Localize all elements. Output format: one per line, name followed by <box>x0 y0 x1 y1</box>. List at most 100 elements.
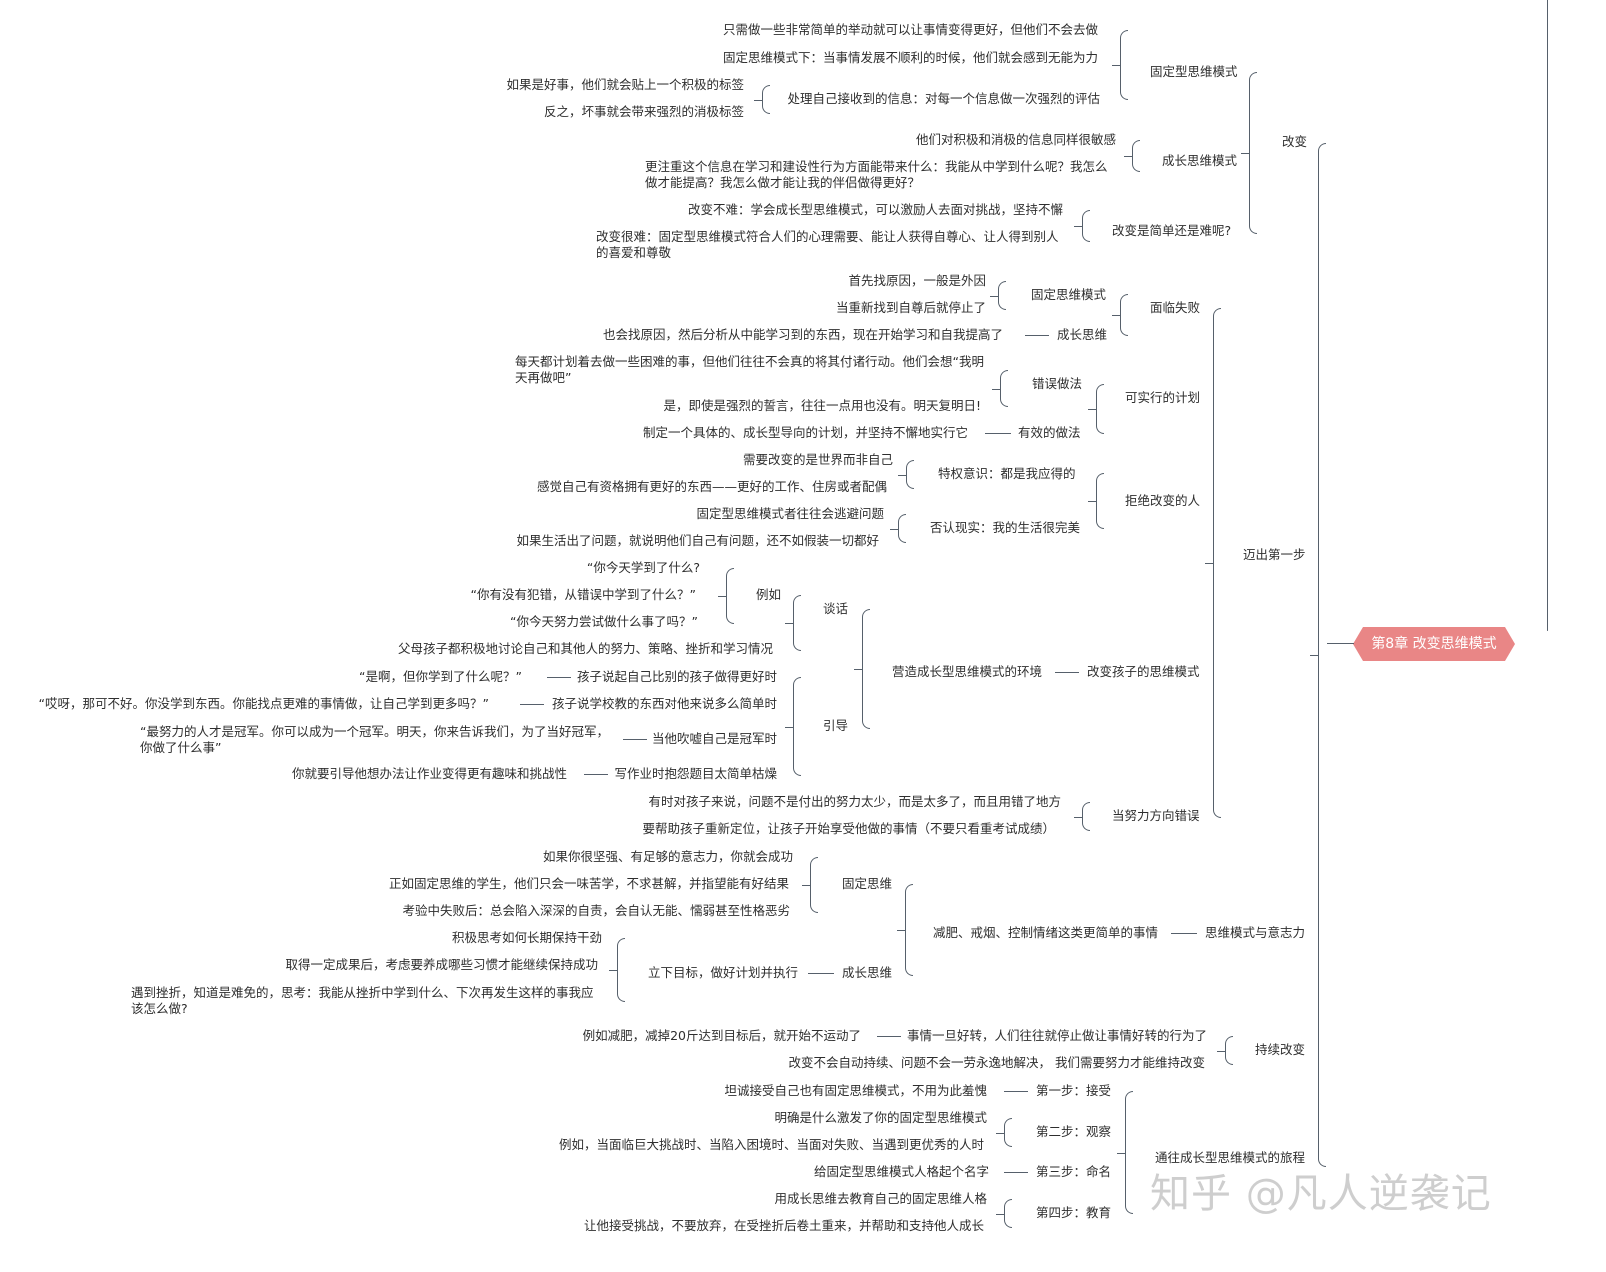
line-youxiao <box>985 433 1011 434</box>
node-yingzao[interactable]: 营造成长型思维模式的环境 <box>892 664 1043 679</box>
bracket-mianlin <box>1112 294 1128 336</box>
node-s3[interactable]: 第三步：命名 <box>1036 1164 1112 1179</box>
bracket-fouren <box>890 514 906 543</box>
node-yindao[interactable]: 引导 <box>823 718 849 733</box>
line-yd1 <box>547 677 571 678</box>
node-yizhi[interactable]: 思维模式与意志力 <box>1205 925 1306 940</box>
leaf-c2: 更注重这个信息在学习和建设性行为方面能带来什么：我能从中学到什么呢？我怎么做才能… <box>645 159 1108 190</box>
node-ml-gd[interactable]: 固定思维模式 <box>1031 287 1107 302</box>
node-chixu[interactable]: 持续改变 <box>1255 1042 1306 1057</box>
leaf-ml2: 当重新找到自尊后就停止了 <box>835 300 986 315</box>
leaf-jh2: 是，即使是强烈的誓言，往往一点用也没有。明天复明日! <box>663 398 981 413</box>
node-ml-cz[interactable]: 成长思维 <box>1057 327 1108 342</box>
bracket-yindao <box>785 677 801 776</box>
node-yz-cz[interactable]: 成长思维 <box>842 965 893 980</box>
leaf-th1: “你今天学到了什么? <box>586 560 700 575</box>
leaf-yz4: 积极思考如何长期保持干劲 <box>451 930 602 945</box>
leaf-fx2: 要帮助孩子重新定位，让孩子开始享受他做的事情（不要只看重考试成绩） <box>642 821 1055 836</box>
line-s3 <box>1004 1172 1028 1173</box>
line-s1 <box>1004 1091 1028 1092</box>
leaf-c1: 他们对积极和消极的信息同样很敏感 <box>915 132 1116 147</box>
leaf-yd3v: “最努力的人才是冠军。你可以成为一个冠军。明天，你来告诉我们，为了当好冠军，你做… <box>140 724 609 755</box>
leaf-g3b: 反之，坏事就会带来强烈的消极标签 <box>543 104 744 119</box>
node-tanhua[interactable]: 谈话 <box>823 601 849 616</box>
root-bracket <box>1310 143 1326 1167</box>
node-s1[interactable]: 第一步：接受 <box>1036 1083 1112 1098</box>
leaf-cx1k: 事情一旦好转，人们往往就停止做让事情好转的行为了 <box>906 1028 1207 1043</box>
leaf-th3: “你今天努力尝试做什么事了吗？” <box>510 614 698 629</box>
node-jiandan[interactable]: 改变是简单还是难呢? <box>1112 223 1232 238</box>
node-youxiao[interactable]: 有效的做法 <box>1018 425 1081 440</box>
root-node[interactable]: 第8章 改变思维模式 <box>1353 627 1515 661</box>
line-yz-cz <box>808 973 834 974</box>
node-yz-gd[interactable]: 固定思维 <box>842 876 893 891</box>
line-ml-cz <box>1025 335 1049 336</box>
line-yd4 <box>584 774 608 775</box>
node-mianlin[interactable]: 面临失败 <box>1150 300 1201 315</box>
leaf-fx1: 有时对孩子来说，问题不是付出的努力太少，而是太多了，而且用错了地方 <box>648 794 1061 809</box>
line-yd3 <box>623 739 647 740</box>
leaf-yd1v: “是啊，但你学到了什么呢？” <box>359 669 522 684</box>
line-yd2 <box>520 704 544 705</box>
leaf-yd4v: 你就要引导他想办法让作业变得更有趣味和挑战性 <box>291 766 567 781</box>
bracket-liru <box>718 568 734 624</box>
leaf-jj2: 感觉自己有资格拥有更好的东西——更好的工作、住房或者配偶 <box>536 479 887 494</box>
bracket-tongwang <box>1117 1091 1133 1214</box>
leaf-yz5: 取得一定成果后，考虑要养成哪些习惯才能继续保持成功 <box>285 957 598 972</box>
node-lixia[interactable]: 立下目标，做好计划并执行 <box>648 965 799 980</box>
node-maichu[interactable]: 迈出第一步 <box>1243 547 1306 562</box>
line-cx1 <box>877 1036 901 1037</box>
leaf-g2: 固定思维模式下：当事情发展不顺利的时候，他们就会感到无能为力 <box>722 50 1098 65</box>
node-chengzhang[interactable]: 成长思维模式 <box>1162 153 1238 168</box>
leaf-g3: 处理自己接收到的信息：对每一个信息做一次强烈的评估 <box>787 91 1100 106</box>
leaf-jh1: 每天都计划着去做一些困难的事，但他们往往不会真的将其付诸行动。他们会想“我明天再… <box>515 354 984 385</box>
leaf-th2: “你有没有犯错，从错误中学到了什么？” <box>470 587 696 602</box>
root-bracket-joint <box>1327 643 1354 644</box>
watermark: 知乎 @凡人逆袭记 <box>1150 1171 1492 1217</box>
leaf-s4b: 让他接受挑战，不要放弃，在受挫折后卷土重来，并帮助和支持他人成长 <box>583 1218 984 1233</box>
leaf-jj1: 需要改变的是世界而非自己 <box>742 452 893 467</box>
bracket-jihua <box>1088 384 1104 434</box>
leaf-ml3: 也会找原因，然后分析从中能学习到的东西，现在开始学习和自我提高了 <box>602 327 1003 342</box>
node-cuowu[interactable]: 错误做法 <box>1032 376 1083 391</box>
node-gudingxing[interactable]: 固定型思维模式 <box>1150 64 1238 79</box>
bracket-tequan <box>898 460 914 489</box>
node-s2[interactable]: 第二步：观察 <box>1036 1124 1112 1139</box>
bracket-lixia <box>609 938 625 1002</box>
leaf-yz6: 遇到挫折，知道是难免的，思考：我能从挫折中学到什么、下次再发生这样的事我应该怎么… <box>131 985 594 1016</box>
leaf-yd2v: “哎呀，那可不好。你没学到东西。你能找点更难的事情做，让自己学到更多吗？” <box>38 696 489 711</box>
leaf-s4a: 用成长思维去教育自己的固定思维人格 <box>774 1191 987 1206</box>
bracket-tanhua <box>785 595 801 651</box>
leaf-ml1: 首先找原因，一般是外因 <box>848 273 986 288</box>
node-jianfei[interactable]: 减肥、戒烟、控制情绪这类更简单的事情 <box>933 925 1159 940</box>
node-fouren[interactable]: 否认现实：我的生活很完美 <box>930 520 1081 535</box>
leaf-jj3: 固定型思维模式者往往会逃避问题 <box>696 506 884 521</box>
line-yizhi <box>1171 933 1197 934</box>
bracket-fangxiang <box>1074 802 1090 831</box>
leaf-g1: 只需做一些非常简单的举动就可以让事情变得更好，但他们不会去做 <box>722 22 1098 37</box>
node-jihua[interactable]: 可实行的计划 <box>1125 390 1201 405</box>
node-s4[interactable]: 第四步：教育 <box>1036 1205 1112 1220</box>
bracket-gudingxing <box>1112 30 1128 100</box>
node-liru[interactable]: 例如 <box>756 587 782 602</box>
node-tongwang[interactable]: 通往成长型思维模式的旅程 <box>1155 1150 1306 1165</box>
bracket-ml-gd <box>990 281 1006 310</box>
leaf-cx2: 改变不会自动持续、问题不会一劳永逸地解决， 我们需要努力才能维持改变 <box>788 1055 1205 1070</box>
node-fangxiang[interactable]: 当努力方向错误 <box>1112 808 1200 823</box>
node-jujue[interactable]: 拒绝改变的人 <box>1125 493 1201 508</box>
leaf-yd4k: 写作业时抱怨题目太简单枯燥 <box>614 766 777 781</box>
root-connector-top <box>1547 0 1548 631</box>
line-haizi <box>1055 672 1079 673</box>
bracket-cuowu <box>992 370 1008 407</box>
leaf-yd1k: 孩子说起自己比别的孩子做得更好时 <box>576 669 777 684</box>
leaf-s1a: 坦诚接受自己也有固定思维模式，不用为此羞愧 <box>724 1083 987 1098</box>
leaf-s2b: 例如，当面临巨大挑战时、当陷入困境时、当面对失败、当遇到更优秀的人时 <box>558 1137 984 1152</box>
node-gaibian[interactable]: 改变 <box>1282 134 1308 149</box>
leaf-cx1v: 例如减肥，减掉20斤达到目标后，就开始不运动了 <box>582 1028 861 1043</box>
bracket-chengzhang <box>1124 140 1140 172</box>
node-haizi[interactable]: 改变孩子的思维模式 <box>1087 664 1200 679</box>
bracket-jujue <box>1088 473 1104 529</box>
bracket-jianfei <box>897 884 913 976</box>
node-tequan[interactable]: 特权意识：都是我应得的 <box>938 466 1076 481</box>
